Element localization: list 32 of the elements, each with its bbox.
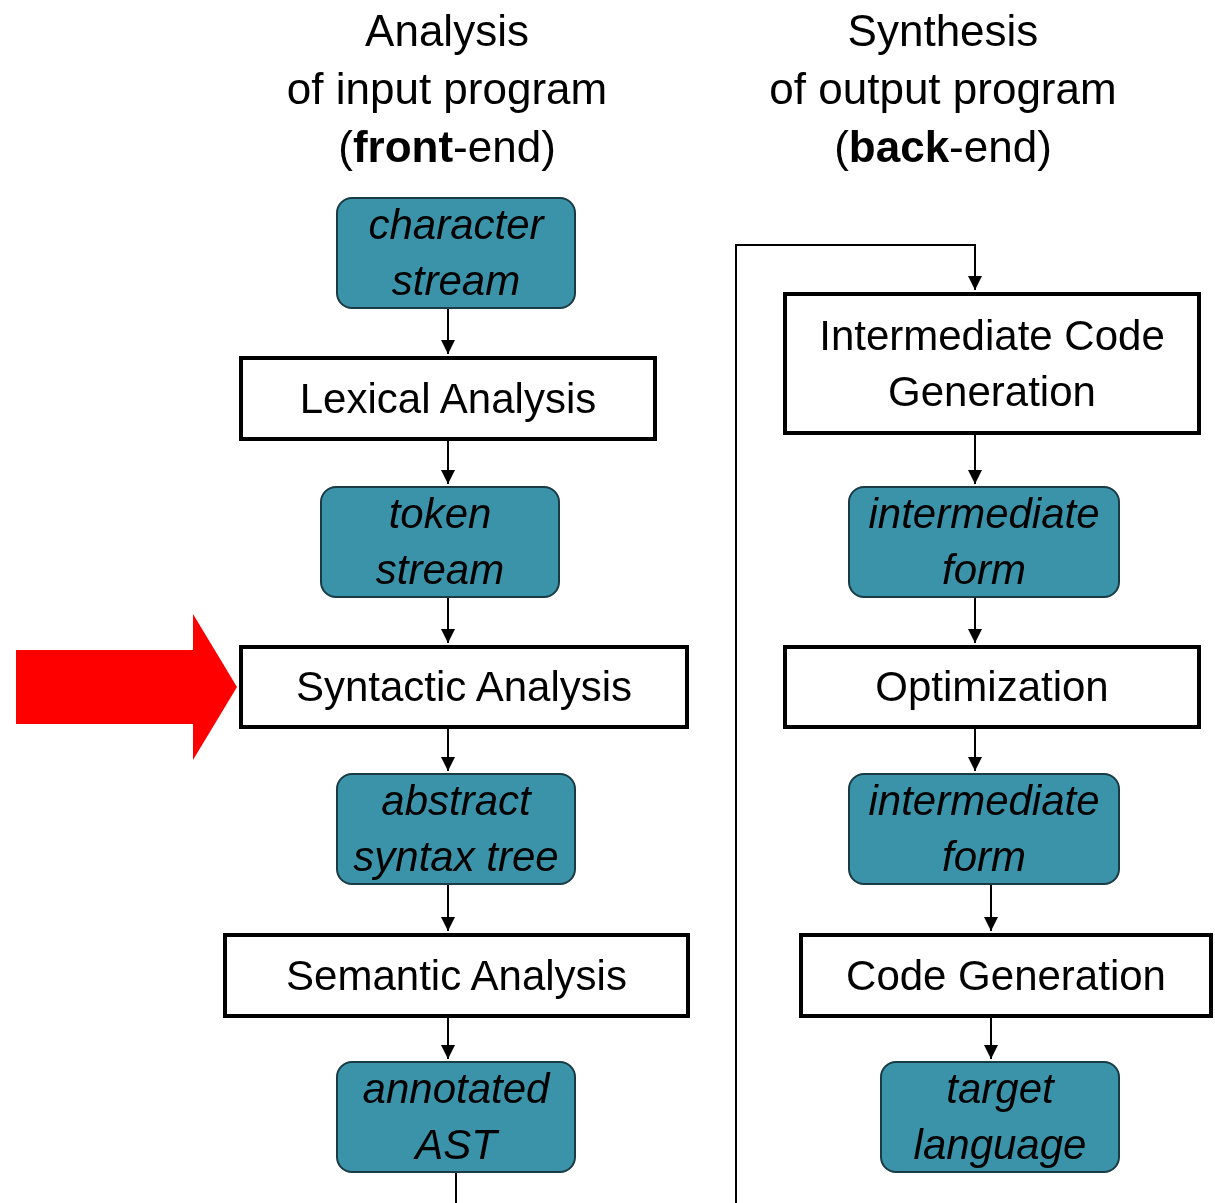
- column-heading: of output program: [768, 63, 1118, 115]
- process-box: Lexical Analysis: [239, 356, 657, 441]
- data-box: target language: [880, 1061, 1120, 1173]
- process-box: Optimization: [783, 645, 1201, 729]
- arrow: [455, 244, 982, 1203]
- arrow: [441, 308, 455, 355]
- data-box: abstract syntax tree: [336, 773, 576, 885]
- column-heading: Analysis: [364, 5, 530, 57]
- process-box: Semantic Analysis: [223, 933, 690, 1018]
- block-arrow: [16, 614, 237, 760]
- arrow: [441, 884, 455, 932]
- data-box: character stream: [336, 197, 576, 309]
- process-box: Intermediate Code Generation: [783, 292, 1201, 435]
- process-box: Syntactic Analysis: [239, 645, 689, 729]
- data-box: annotated AST: [336, 1061, 576, 1173]
- data-box: intermediate form: [848, 773, 1120, 885]
- data-box: intermediate form: [848, 486, 1120, 598]
- arrow: [968, 597, 982, 644]
- process-box: Code Generation: [799, 933, 1213, 1018]
- arrow: [441, 1017, 455, 1060]
- arrow: [968, 434, 982, 485]
- column-heading: Synthesis: [846, 5, 1040, 57]
- column-heading: (front-end): [337, 121, 557, 173]
- arrow: [984, 1017, 998, 1060]
- arrow: [441, 440, 455, 485]
- data-box: token stream: [320, 486, 560, 598]
- column-heading: of input program: [285, 63, 609, 115]
- arrow: [984, 884, 998, 932]
- arrow: [441, 597, 455, 644]
- arrow: [441, 728, 455, 772]
- arrow: [968, 728, 982, 772]
- column-heading: (back-end): [833, 121, 1053, 173]
